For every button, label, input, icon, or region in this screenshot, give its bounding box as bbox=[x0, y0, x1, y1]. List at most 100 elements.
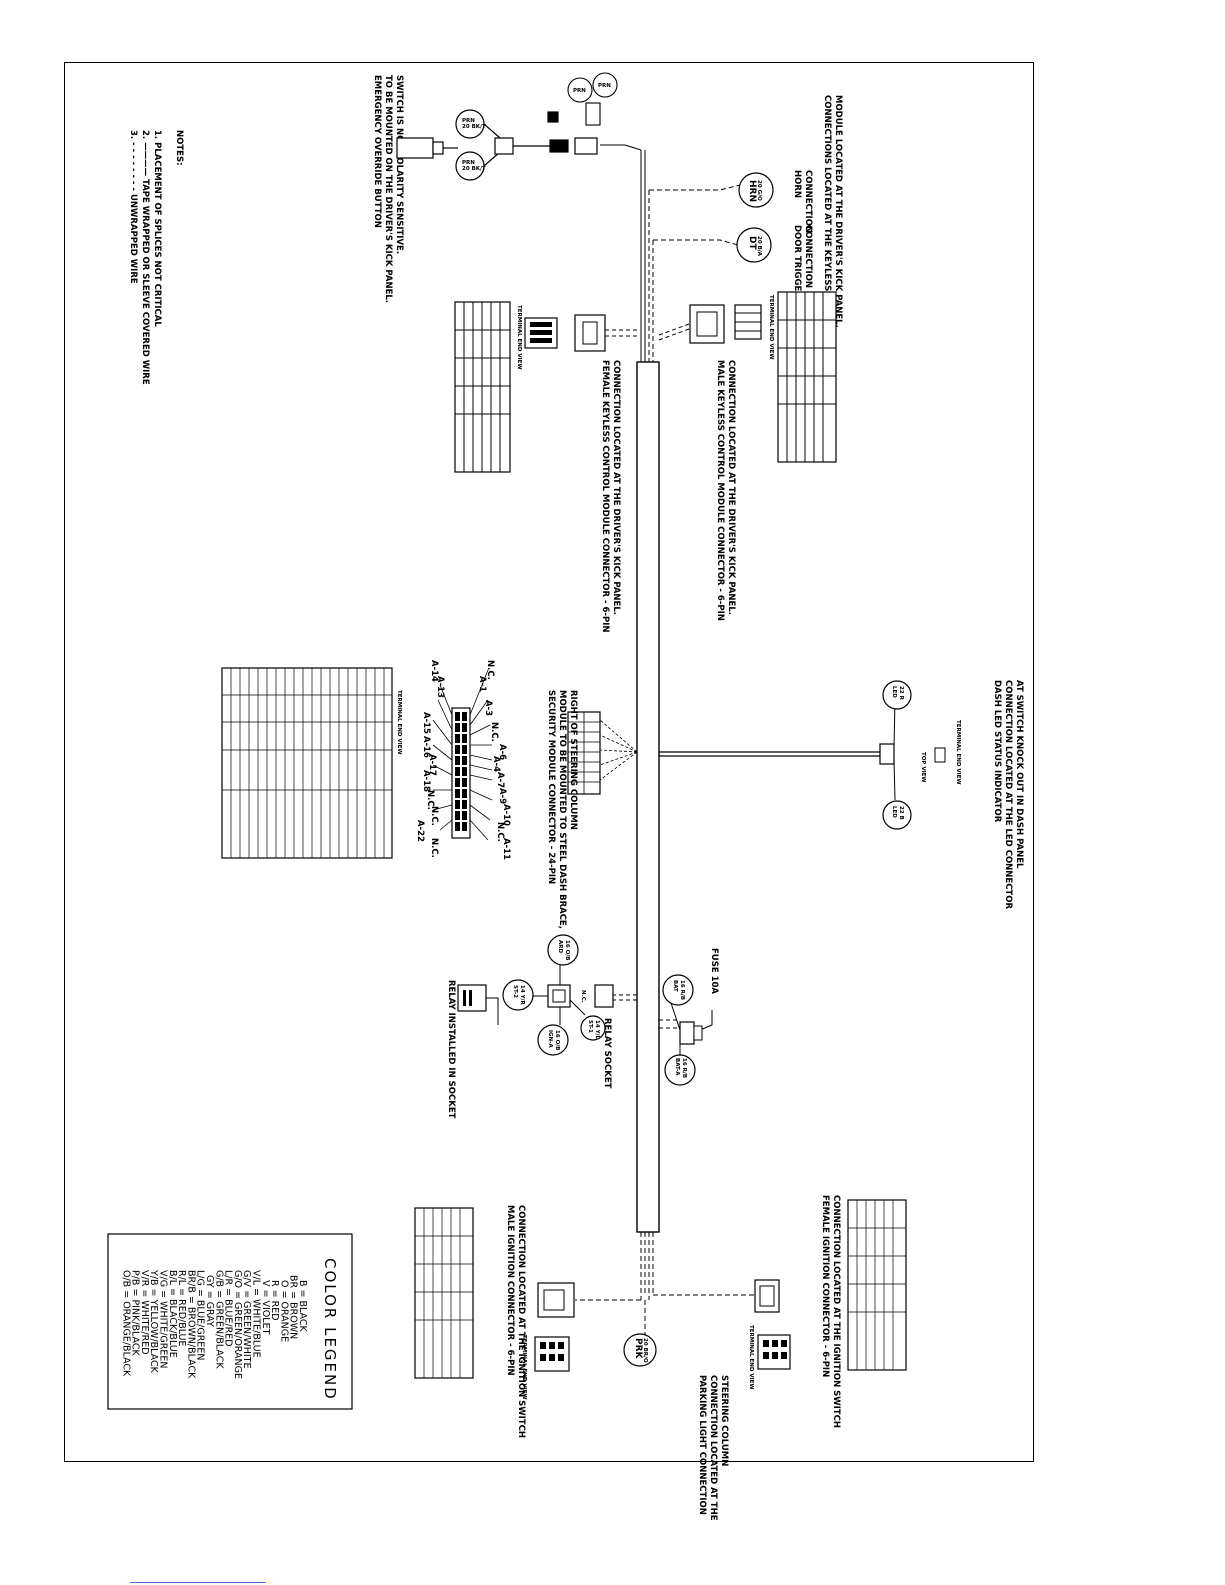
pin-label: A-4 bbox=[491, 756, 501, 772]
led-right-code: LED bbox=[891, 806, 897, 818]
svg-text:20 BK/T: 20 BK/T bbox=[462, 124, 486, 130]
svg-text:CONNECTION: CONNECTION bbox=[803, 170, 813, 233]
pin-label: N.C. bbox=[429, 806, 439, 826]
pin-label: N.C. bbox=[489, 722, 499, 742]
pin-label: A-9 bbox=[497, 788, 507, 804]
svg-text:ST-2: ST-2 bbox=[512, 985, 518, 998]
pin-label: N.C. bbox=[495, 822, 505, 842]
legend-row: P/B = PINK/BLACK bbox=[130, 1270, 141, 1357]
led-left-code: LED bbox=[891, 686, 897, 698]
relay-socket: RELAY SOCKET N.C. ARD 16 O/B ST-2 14 Y/R… bbox=[446, 934, 614, 1119]
pin-label: A-11 bbox=[501, 838, 511, 860]
dash-led-label-1: DASH LED STATUS INDICATOR bbox=[992, 680, 1002, 823]
relay-installed-label: RELAY INSTALLED IN SOCKET bbox=[446, 980, 456, 1119]
female-keyless-connector: TERMINAL END VIEW FEMALE KEYLESS CONTROL… bbox=[454, 301, 621, 632]
pin-label: A-17 bbox=[427, 754, 437, 776]
legend-row: L/R = BLUE/RED bbox=[223, 1270, 234, 1347]
female-keyless-label-1: FEMALE KEYLESS CONTROL MODULE CONNECTOR … bbox=[600, 360, 610, 632]
svg-text:ST-1: ST-1 bbox=[587, 1020, 593, 1033]
pin-label: A-6 bbox=[497, 744, 507, 760]
legend-row: BR/B = BROWN/BLACK bbox=[185, 1270, 196, 1379]
pin-label: N.C. bbox=[485, 660, 495, 680]
legend-row: BR = BROWN bbox=[288, 1275, 299, 1339]
pin-label: A-22 bbox=[415, 820, 425, 842]
pin-label: A-14 bbox=[429, 660, 439, 682]
svg-text:PRN: PRN bbox=[598, 83, 611, 89]
notes-block: NOTES: 1. PLACEMENT OF SPLICES NOT CRITI… bbox=[128, 130, 184, 385]
prk-circle-code: PRK bbox=[633, 1338, 643, 1360]
legend-row: O = ORANGE bbox=[278, 1280, 289, 1342]
page-underline bbox=[130, 1582, 266, 1583]
security-module-connector: SECURITY MODULE CONNECTOR - 24-PIN MODUL… bbox=[221, 660, 601, 929]
legend-row: V = VIOLET bbox=[260, 1280, 271, 1335]
pin-label: A-16 bbox=[421, 736, 431, 758]
svg-text:CONNECTION LOCATED AT THE IGNI: CONNECTION LOCATED AT THE IGNITION SWITC… bbox=[831, 1195, 841, 1428]
security-pins-top: N.C.A-1A-3N.C.A-6A-4A-7A-9A-10N.C.A-11 bbox=[477, 660, 511, 860]
door-circle-sub: 20 B/A bbox=[756, 236, 762, 257]
fuse-label: FUSE 10A bbox=[709, 948, 719, 994]
svg-text:TERMINAL END VIEW: TERMINAL END VIEW bbox=[955, 720, 961, 785]
svg-text:TERMINAL END VIEW: TERMINAL END VIEW bbox=[521, 1335, 527, 1400]
main-harness bbox=[575, 144, 880, 1335]
svg-text:CONNECTION LOCATED AT THE IGNI: CONNECTION LOCATED AT THE IGNITION SWITC… bbox=[516, 1205, 526, 1438]
svg-text:STEERING COLUMN: STEERING COLUMN bbox=[719, 1375, 729, 1466]
svg-text:TERMINAL END VIEW: TERMINAL END VIEW bbox=[396, 690, 402, 755]
pin-label: A-15 bbox=[421, 712, 431, 734]
legend-row: G/V = GREEN/WHITE bbox=[241, 1270, 252, 1368]
legend-row: B = BLACK bbox=[297, 1280, 308, 1333]
keyless-top-label: CONNECTIONS LOCATED AT THE KEYLESS CONTR… bbox=[822, 95, 843, 340]
male-keyless-connector: TERMINAL END VIEW MALE KEYLESS CONTROL M… bbox=[689, 291, 837, 621]
dash-led-indicator: DASH LED STATUS INDICATOR CONNECTION LOC… bbox=[879, 680, 1024, 909]
svg-text:14 Y/R: 14 Y/R bbox=[519, 985, 525, 1006]
legend-row: G/O = GREEN/ORANGE bbox=[232, 1270, 243, 1379]
pin-label: A-7 bbox=[495, 772, 505, 788]
svg-text:TERMINAL END VIEW: TERMINAL END VIEW bbox=[748, 1325, 754, 1390]
svg-text:CONNECTION LOCATED AT THE LED: CONNECTION LOCATED AT THE LED CONNECTOR bbox=[1003, 680, 1013, 909]
svg-text:16 R/B: 16 R/B bbox=[681, 1058, 687, 1078]
pin-label: A-10 bbox=[501, 804, 511, 826]
svg-text:BAT-A: BAT-A bbox=[674, 1058, 680, 1076]
svg-text:AT SWITCH KNOCK OUT IN DASH PA: AT SWITCH KNOCK OUT IN DASH PANEL bbox=[1014, 680, 1024, 869]
legend-row: R/L = RED/BLUE bbox=[176, 1270, 187, 1347]
svg-text:PRN: PRN bbox=[462, 160, 475, 166]
led-right-sub: 22 B bbox=[898, 806, 904, 820]
svg-text:16 R/B: 16 R/B bbox=[679, 980, 685, 1000]
horn-circle-sub: 20 G/O bbox=[756, 180, 762, 201]
female-ignition-label-1: FEMALE IGNITION CONNECTOR - 6-PIN bbox=[820, 1195, 830, 1377]
svg-text:PRN: PRN bbox=[573, 88, 586, 94]
note-2: 2. ———— TAPE WRAPPED OR SLEEVE COVERED W… bbox=[140, 130, 150, 385]
svg-text:TERMINAL END VIEW: TERMINAL END VIEW bbox=[516, 305, 522, 370]
pin-label: N.C. bbox=[425, 790, 435, 810]
override-button bbox=[396, 137, 434, 159]
prk-circle-sub: 20 BR/O bbox=[642, 1338, 648, 1363]
security-label-1: SECURITY MODULE CONNECTOR - 24-PIN bbox=[546, 690, 556, 884]
svg-text:BAT: BAT bbox=[672, 980, 678, 992]
emergency-label-3: SWITCH IS NOT POLARITY SENSITIVE. bbox=[394, 75, 404, 254]
svg-text:MODULE LOCATED AT THE DRIVER'S: MODULE LOCATED AT THE DRIVER'S KICK PANE… bbox=[833, 95, 843, 328]
legend-row: V/G = WHITE/GREEN bbox=[158, 1270, 169, 1368]
emergency-label-1: EMERGENCY OVERRIDE BUTTON bbox=[372, 75, 382, 228]
drawing-border bbox=[64, 62, 1034, 1462]
emergency-label-2: TO BE MOUNTED ON THE DRIVER'S KICK PANEL… bbox=[383, 75, 393, 303]
svg-text:TOP VIEW: TOP VIEW bbox=[920, 752, 926, 783]
male-keyless-label-2: CONNECTION LOCATED AT THE DRIVER'S KICK … bbox=[726, 360, 736, 615]
pin-label: A-3 bbox=[483, 700, 493, 716]
female-keyless-label-2: CONNECTION LOCATED AT THE DRIVER'S KICK … bbox=[611, 360, 621, 615]
svg-text:CONNECTION: CONNECTION bbox=[803, 225, 813, 288]
male-ignition-label-1: MALE IGNITION CONNECTOR - 6-PIN bbox=[505, 1205, 515, 1376]
security-pins-bottom: A-14A-13A-15A-16A-17A-18N.C.N.C.A-22N.C. bbox=[415, 660, 445, 858]
legend-row: V/R = WHITE/RED bbox=[139, 1270, 150, 1355]
legend-row: GY = GRAY bbox=[204, 1275, 215, 1327]
svg-text:N.C.: N.C. bbox=[580, 990, 586, 1003]
female-ignition-connector: TERMINAL END VIEW FEMALE IGNITION CONNEC… bbox=[748, 1195, 907, 1428]
legend-row: R = RED bbox=[269, 1280, 280, 1321]
legend-row: B/L = BLACK/BLUE bbox=[167, 1270, 178, 1358]
horn-connection: HRN 20 G/O HORN CONNECTION bbox=[738, 170, 813, 233]
horn-circle-code: HRN bbox=[747, 180, 757, 202]
svg-text:IGN-A: IGN-A bbox=[547, 1030, 553, 1048]
legend-row: L/G = BLUE/GREEN bbox=[195, 1270, 206, 1360]
svg-text:14 Y/L: 14 Y/L bbox=[594, 1020, 600, 1040]
svg-text:PRN: PRN bbox=[462, 118, 475, 124]
